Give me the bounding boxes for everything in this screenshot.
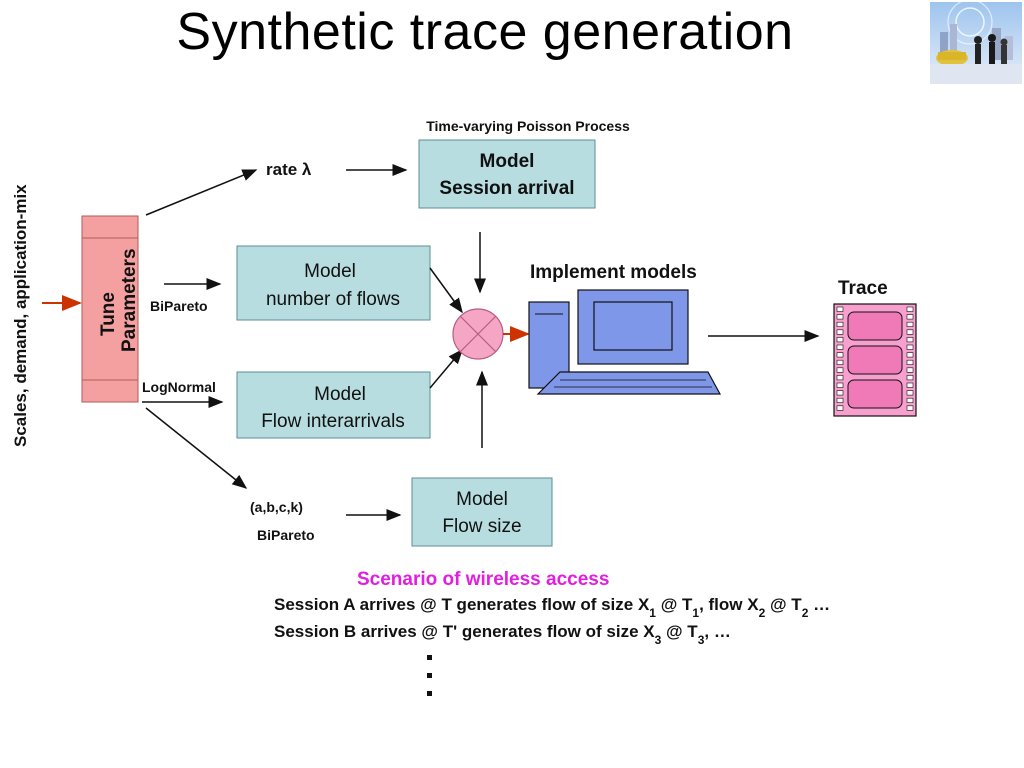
film-sprocket <box>906 321 914 328</box>
combiner-node <box>452 308 504 360</box>
film-sprocket <box>836 337 844 343</box>
flow-size-line2: Flow size <box>442 516 521 537</box>
session-arrival-line2: Session arrival <box>439 178 574 199</box>
film-sprocket <box>836 382 844 388</box>
computer-icon <box>528 289 722 395</box>
interarrivals-to-combiner-arrow <box>429 348 463 389</box>
scenario-line-a: Session A arrives @ T generates flow of … <box>274 595 830 620</box>
film-sprocket <box>906 314 914 320</box>
scenario-line-b: Session B arrives @ T' generates flow of… <box>274 622 731 647</box>
session-arrival-line1: Model <box>480 151 535 172</box>
film-sprocket <box>906 367 914 373</box>
parameters-label: Parameters <box>119 248 140 352</box>
scenario-heading: Scenario of wireless access <box>357 569 609 590</box>
tune-parameters-box: Tune Parameters <box>81 215 140 403</box>
flow-interarrivals-line2: Flow interarrivals <box>261 411 405 432</box>
flow-size-box: Model Flow size <box>411 477 553 547</box>
film-sprocket <box>836 375 844 381</box>
film-sprocket <box>906 359 914 366</box>
film-sprocket <box>836 359 844 366</box>
slide-title: Synthetic trace generation <box>176 3 794 61</box>
number-of-flows-line1: Model <box>304 261 356 282</box>
film-sprocket <box>836 397 844 404</box>
flow-interarrivals-box: Model Flow interarrivals <box>236 371 431 439</box>
number-of-flows-line2: number of flows <box>266 289 400 310</box>
film-sprocket <box>836 314 844 320</box>
lognormal-label: LogNormal <box>142 379 216 395</box>
side-label: Scales, demand, application-mix <box>11 184 30 447</box>
flow-interarrivals-line1: Model <box>314 384 366 405</box>
tune-label: Tune <box>98 292 119 336</box>
film-sprocket <box>906 405 914 411</box>
film-sprocket <box>906 344 914 350</box>
film-sprocket <box>906 397 914 404</box>
poisson-caption: Time-varying Poisson Process <box>426 118 630 134</box>
film-sprocket <box>836 344 844 350</box>
film-sprocket <box>906 329 914 335</box>
film-sprocket <box>836 321 844 328</box>
rate-lambda-label: rate λ <box>266 160 312 179</box>
implement-models-label: Implement models <box>530 262 697 283</box>
film-sprocket <box>836 405 844 411</box>
trace-label: Trace <box>838 278 888 299</box>
film-sprocket <box>906 390 914 396</box>
bipareto-label-2: BiPareto <box>257 527 315 543</box>
film-sprocket <box>906 352 914 358</box>
tune-to-flowsize-arrow <box>145 407 248 489</box>
number-of-flows-box: Model number of flows <box>236 245 431 321</box>
people-in-city-logo-icon <box>930 2 1022 84</box>
abck-label: (a,b,c,k) <box>250 499 303 515</box>
flow-size-line1: Model <box>456 489 508 510</box>
film-sprocket <box>906 382 914 388</box>
film-sprocket <box>906 306 914 312</box>
film-sprocket <box>836 352 844 358</box>
film-sprocket <box>836 306 844 312</box>
film-sprocket <box>836 390 844 396</box>
numflows-to-combiner-arrow <box>429 267 463 314</box>
session-arrival-box: Model Session arrival <box>418 139 596 209</box>
vertical-ellipsis <box>427 655 432 696</box>
film-sprocket <box>836 367 844 373</box>
film-sprocket <box>906 337 914 343</box>
tune-to-rate-arrow <box>145 169 258 216</box>
film-strip-icon <box>833 303 917 417</box>
film-sprocket <box>906 375 914 381</box>
bipareto-label-1: BiPareto <box>150 298 208 314</box>
film-sprocket <box>836 329 844 335</box>
